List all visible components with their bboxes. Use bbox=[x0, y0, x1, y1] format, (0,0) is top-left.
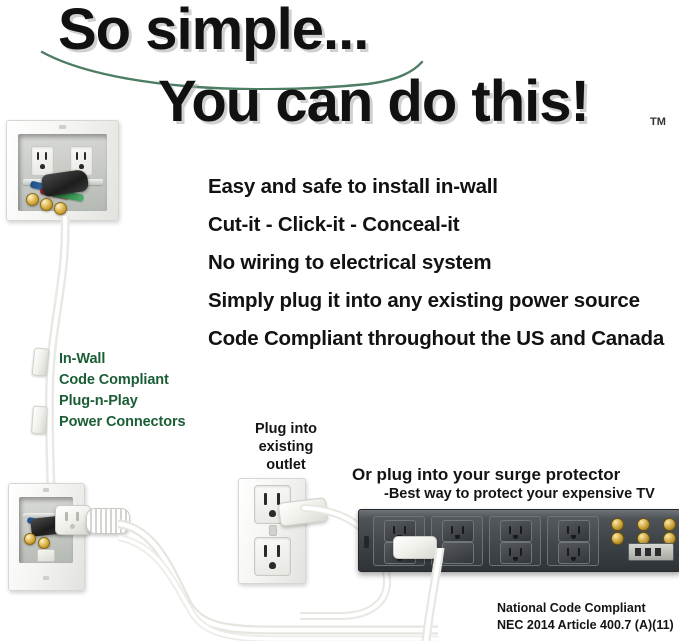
socket-slot bbox=[84, 152, 86, 160]
caption-line: Or plug into your surge protector bbox=[352, 465, 621, 484]
socket-slot bbox=[37, 152, 39, 160]
plug-prong bbox=[65, 512, 68, 521]
outlet-bank bbox=[547, 516, 599, 566]
green-feature-item: Power Connectors bbox=[59, 414, 186, 430]
surge-socket bbox=[558, 520, 590, 542]
socket-slot bbox=[264, 493, 267, 505]
caption-line: existing bbox=[258, 439, 314, 455]
duplex-wall-outlet bbox=[238, 478, 306, 584]
bullet-item: Easy and safe to install in-wall bbox=[208, 175, 498, 198]
caption-surge-protector: Or plug into your surge protector -Best … bbox=[352, 464, 679, 504]
socket-slot bbox=[520, 548, 522, 556]
bullet-item: Cut-it - Click-it - Conceal-it bbox=[208, 213, 460, 236]
socket-ground bbox=[571, 535, 576, 539]
bullet-item: Code Compliant throughout the US and Can… bbox=[208, 327, 665, 350]
rca-connector bbox=[26, 193, 39, 206]
socket-ground bbox=[455, 535, 460, 539]
outlet-socket bbox=[31, 146, 54, 176]
outlet-bank bbox=[489, 516, 541, 566]
caption-line: outlet bbox=[266, 457, 306, 473]
socket-slot bbox=[578, 548, 580, 556]
cable-run-floor-left bbox=[118, 519, 438, 641]
caption-line: National Code Compliant bbox=[497, 601, 646, 615]
socket-ground bbox=[513, 535, 518, 539]
socket-ground bbox=[571, 557, 576, 561]
recess-divider-bar bbox=[23, 513, 67, 518]
socket-ground bbox=[40, 164, 45, 169]
recessed-wall-plate-bottom bbox=[8, 483, 85, 591]
plate-screw-icon bbox=[43, 576, 49, 580]
rca-connector bbox=[38, 537, 50, 549]
caption-line: -Best way to protect your expensive TV bbox=[384, 486, 655, 502]
socket-slot bbox=[462, 526, 464, 534]
socket-slot bbox=[277, 545, 280, 557]
terminal-pin bbox=[635, 548, 641, 556]
terminal-pin bbox=[655, 548, 661, 556]
headline-line-1: So simple... bbox=[58, 0, 369, 62]
surge-socket bbox=[442, 520, 474, 542]
green-feature-item: Code Compliant bbox=[59, 372, 169, 388]
socket-ground bbox=[79, 164, 84, 169]
plate-screw-icon bbox=[269, 525, 277, 536]
plug-prong bbox=[76, 512, 79, 521]
surge-socket bbox=[558, 542, 590, 564]
bullet-item: Simply plug it into any existing power s… bbox=[208, 289, 640, 312]
binding-post bbox=[611, 532, 624, 545]
socket-slot bbox=[404, 526, 406, 534]
plate-recess-cavity bbox=[18, 134, 107, 215]
socket-slot bbox=[509, 548, 511, 556]
recessed-wall-plate-top bbox=[6, 120, 119, 221]
caption-line: Plug into bbox=[254, 421, 317, 437]
caption-national-code-compliant: National Code Compliant NEC 2014 Article… bbox=[497, 600, 674, 634]
outlet-socket-bottom bbox=[254, 537, 291, 576]
rca-connector bbox=[24, 533, 36, 545]
socket-slot bbox=[451, 526, 453, 534]
binding-post bbox=[637, 518, 650, 531]
headline-line-2: You can do this! bbox=[158, 69, 590, 134]
plug-ground-pin bbox=[70, 524, 75, 529]
green-feature-item: Plug-n-Play bbox=[59, 393, 138, 409]
plate-screw-icon bbox=[43, 488, 49, 492]
socket-slot bbox=[45, 152, 47, 160]
surge-side-vent bbox=[364, 536, 369, 548]
binding-post bbox=[663, 518, 676, 531]
plate-screw-icon bbox=[59, 125, 66, 129]
socket-ground bbox=[269, 510, 276, 517]
socket-ground bbox=[269, 562, 276, 569]
cable-run-from-surge-protector bbox=[421, 548, 445, 641]
socket-slot bbox=[567, 548, 569, 556]
headline-block: So simple... You can do this! TM bbox=[0, 0, 679, 145]
socket-slot bbox=[509, 526, 511, 534]
socket-slot bbox=[578, 526, 580, 534]
terminal-pin bbox=[645, 548, 651, 556]
caption-line: NEC 2014 Article 400.7 (A)(11) bbox=[497, 618, 674, 632]
socket-slot bbox=[264, 545, 267, 557]
green-feature-item: In-Wall bbox=[59, 351, 106, 367]
caption-plug-into-existing-outlet: Plug into existing outlet bbox=[228, 420, 344, 474]
trademark-mark: TM bbox=[650, 116, 666, 128]
binding-post bbox=[611, 518, 624, 531]
socket-slot bbox=[393, 526, 395, 534]
rca-connector bbox=[40, 198, 53, 211]
plug-n-play-connector-lower bbox=[31, 405, 48, 435]
terminal-block bbox=[628, 543, 674, 561]
surge-socket bbox=[500, 520, 532, 542]
socket-slot bbox=[76, 152, 78, 160]
rca-connector bbox=[54, 202, 67, 215]
socket-slot bbox=[277, 493, 280, 505]
socket-ground bbox=[513, 557, 518, 561]
wall-cable-run-vertical bbox=[44, 216, 70, 496]
swoosh-decoration bbox=[40, 50, 424, 90]
socket-slot bbox=[520, 526, 522, 534]
outlet-socket bbox=[37, 549, 55, 562]
socket-slot bbox=[567, 526, 569, 534]
socket-ground bbox=[397, 557, 402, 561]
feature-bullet-list: Easy and safe to install in-wall Cut-it … bbox=[208, 168, 679, 358]
bullet-item: No wiring to electrical system bbox=[208, 251, 492, 274]
plug-n-play-connector-upper bbox=[31, 347, 50, 377]
green-feature-list: In-Wall Code Compliant Plug-n-Play Power… bbox=[59, 349, 186, 433]
surge-socket bbox=[500, 542, 532, 564]
